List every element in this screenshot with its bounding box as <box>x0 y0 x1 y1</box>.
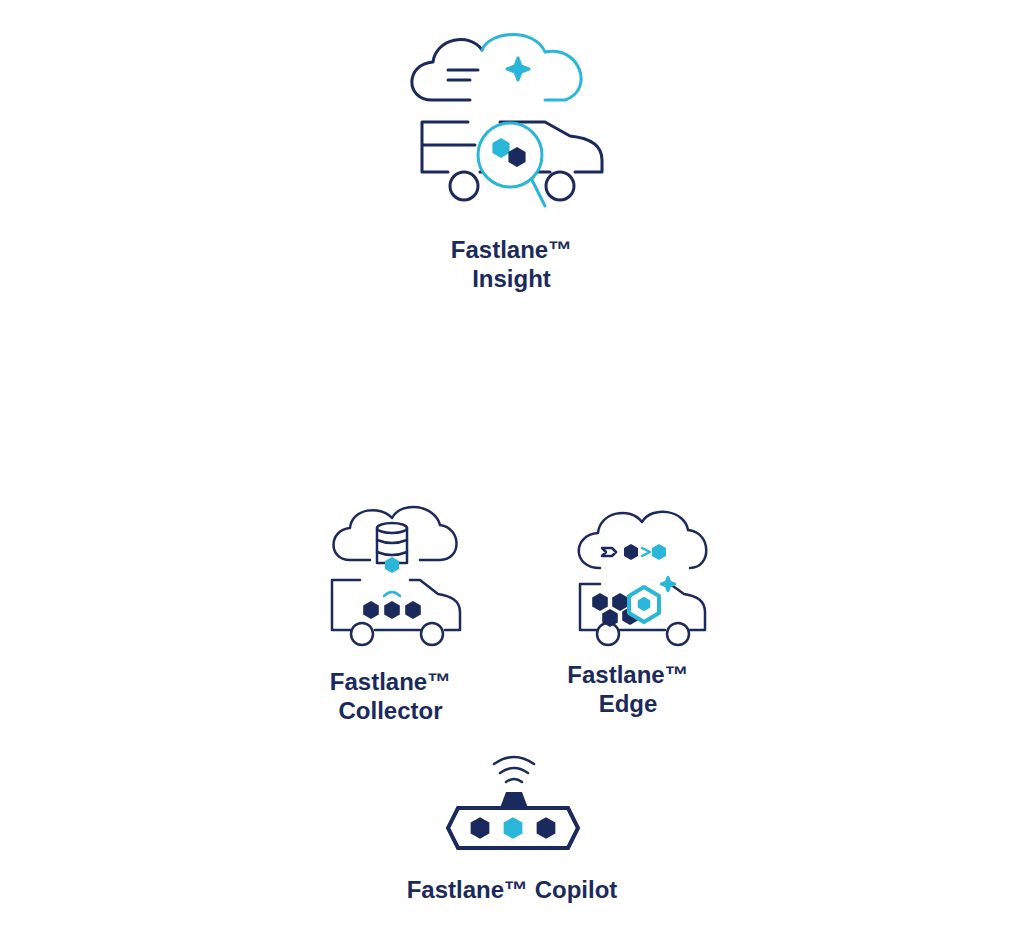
copilot-device <box>448 757 578 848</box>
product-name: Fastlane™ Collector <box>318 667 463 725</box>
product-node: Fastlane™ Edge <box>563 505 693 725</box>
wheel <box>732 732 928 928</box>
collector-icon <box>332 507 460 645</box>
hexagon-node: Fastlane™ Insight <box>338 30 685 322</box>
product-name: Fastlane™ Copilot <box>352 875 672 904</box>
hexagon-node: Fastlane™ CollectorFastlane™ EdgeFastlan… <box>252 403 772 851</box>
product-name: Fastlane™ Edge <box>563 660 693 718</box>
connector-arrow <box>210 176 332 627</box>
hexagon-outline <box>338 30 685 322</box>
car-window <box>440 591 760 650</box>
product-name: Fastlane™ Insight <box>437 235 587 293</box>
connector-arrow <box>691 176 825 627</box>
hexagon-shape <box>252 403 772 851</box>
edge-icon <box>579 512 707 645</box>
insight-icon <box>412 35 602 207</box>
product-node: Fastlane™ Collector <box>318 505 463 725</box>
wheel-rim <box>755 755 905 905</box>
hexagon-outline <box>254 405 770 849</box>
wheel-rim <box>40 755 190 905</box>
wheel <box>17 732 213 928</box>
car-body <box>10 565 1020 850</box>
car-line <box>60 712 1010 800</box>
connector-arrow <box>465 626 561 628</box>
